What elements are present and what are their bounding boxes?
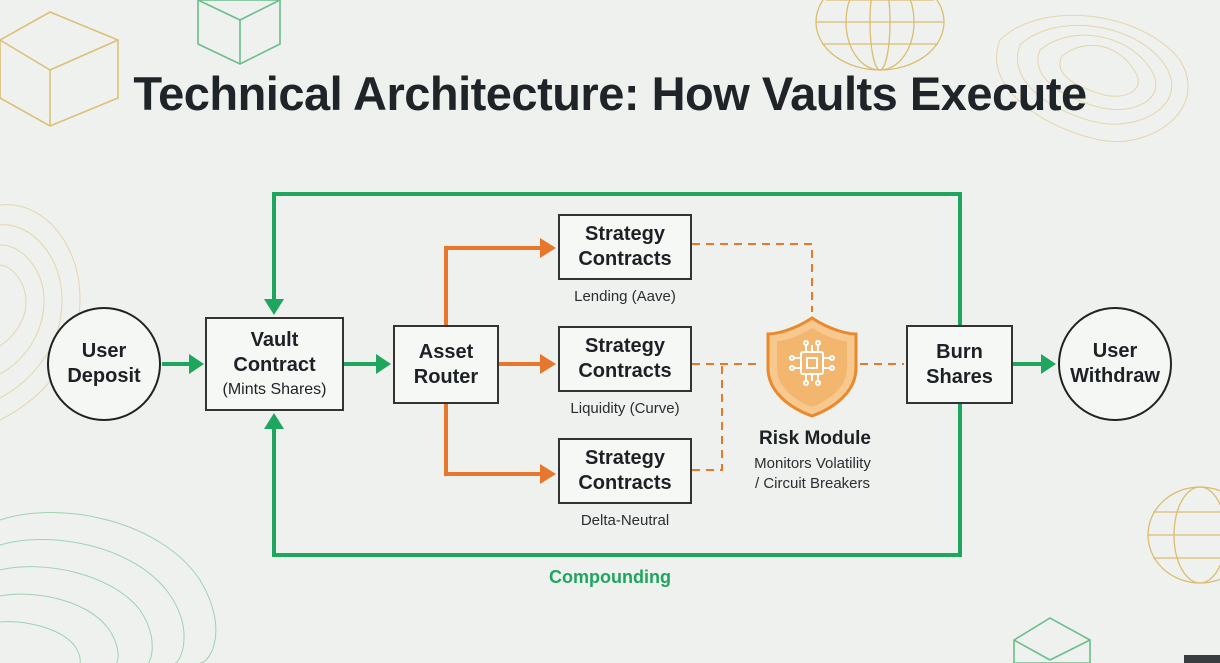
- compounding-label: Compounding: [549, 567, 671, 587]
- globe-decoration: [815, 0, 945, 71]
- strategy-delta-neutral-node: Strategy Contracts: [558, 438, 692, 504]
- arrowhead: [264, 299, 284, 315]
- node-label: Asset: [418, 340, 474, 363]
- node-label: Withdraw: [1070, 365, 1160, 387]
- node-label: Shares: [926, 365, 993, 388]
- strategy-caption: Lending (Aave): [574, 288, 676, 305]
- strategy-caption: Liquidity (Curve): [570, 400, 680, 417]
- node-label: Strategy: [584, 223, 666, 245]
- node-label: Router: [413, 365, 479, 388]
- node-label: Contracts: [578, 360, 672, 382]
- topo-decoration: [996, 14, 1189, 142]
- arrowhead: [189, 354, 204, 374]
- arrowhead: [540, 238, 556, 258]
- node-label: Strategy: [584, 447, 666, 469]
- arrowhead: [540, 464, 556, 484]
- risk-desc-line: Monitors Volatility: [754, 455, 871, 472]
- node-label: Contracts: [578, 472, 672, 494]
- strategy-liquidity-node: Strategy Contracts: [558, 326, 692, 392]
- risk-link-delta-neutral: [692, 364, 723, 471]
- compounding-loop-bottom: [272, 403, 962, 557]
- cube-decoration: [197, 0, 281, 65]
- strategy-caption: Delta-Neutral: [580, 512, 670, 529]
- topo-decoration: [0, 512, 217, 663]
- node-label: Deposit: [67, 365, 141, 387]
- arrow-router-to-delta-neutral: [444, 404, 541, 476]
- arrowhead: [1041, 354, 1056, 374]
- node-label: Vault: [250, 329, 299, 351]
- node-label: Strategy: [584, 335, 666, 357]
- asset-router-node: Asset Router: [393, 325, 499, 404]
- vault-contract-node: Vault Contract (Mints Shares): [205, 317, 344, 411]
- topo-decoration: [0, 204, 81, 421]
- risk-module-title: Risk Module: [759, 428, 871, 449]
- strategy-lending-node: Strategy Contracts: [558, 214, 692, 280]
- arrowhead: [264, 413, 284, 429]
- node-label: Burn: [936, 340, 983, 363]
- cube-decoration: [0, 11, 119, 127]
- page-title: Technical Architecture: How Vaults Execu…: [133, 67, 1087, 120]
- arrow-router-to-lending: [444, 246, 541, 325]
- globe-decoration: [1147, 486, 1220, 584]
- node-label: Contracts: [578, 248, 672, 270]
- risk-module-description: Monitors Volatility / Circuit Breakers: [725, 454, 900, 494]
- risk-desc-line: / Circuit Breakers: [754, 475, 871, 492]
- node-sublabel: (Mints Shares): [222, 381, 327, 398]
- node-label: Contract: [233, 354, 316, 376]
- arrowhead: [376, 354, 391, 374]
- shield-icon: [766, 316, 858, 418]
- risk-link-lending: [692, 243, 813, 312]
- user-withdraw-node: User Withdraw: [1058, 307, 1172, 421]
- burn-shares-node: Burn Shares: [906, 325, 1013, 404]
- node-label: User: [1092, 340, 1138, 362]
- cube-decoration: [1013, 617, 1091, 663]
- user-deposit-node: User Deposit: [47, 307, 161, 421]
- chip-icon: [789, 340, 835, 386]
- arrowhead: [540, 354, 556, 374]
- compounding-loop-top: [272, 192, 962, 325]
- node-label: User: [81, 340, 127, 362]
